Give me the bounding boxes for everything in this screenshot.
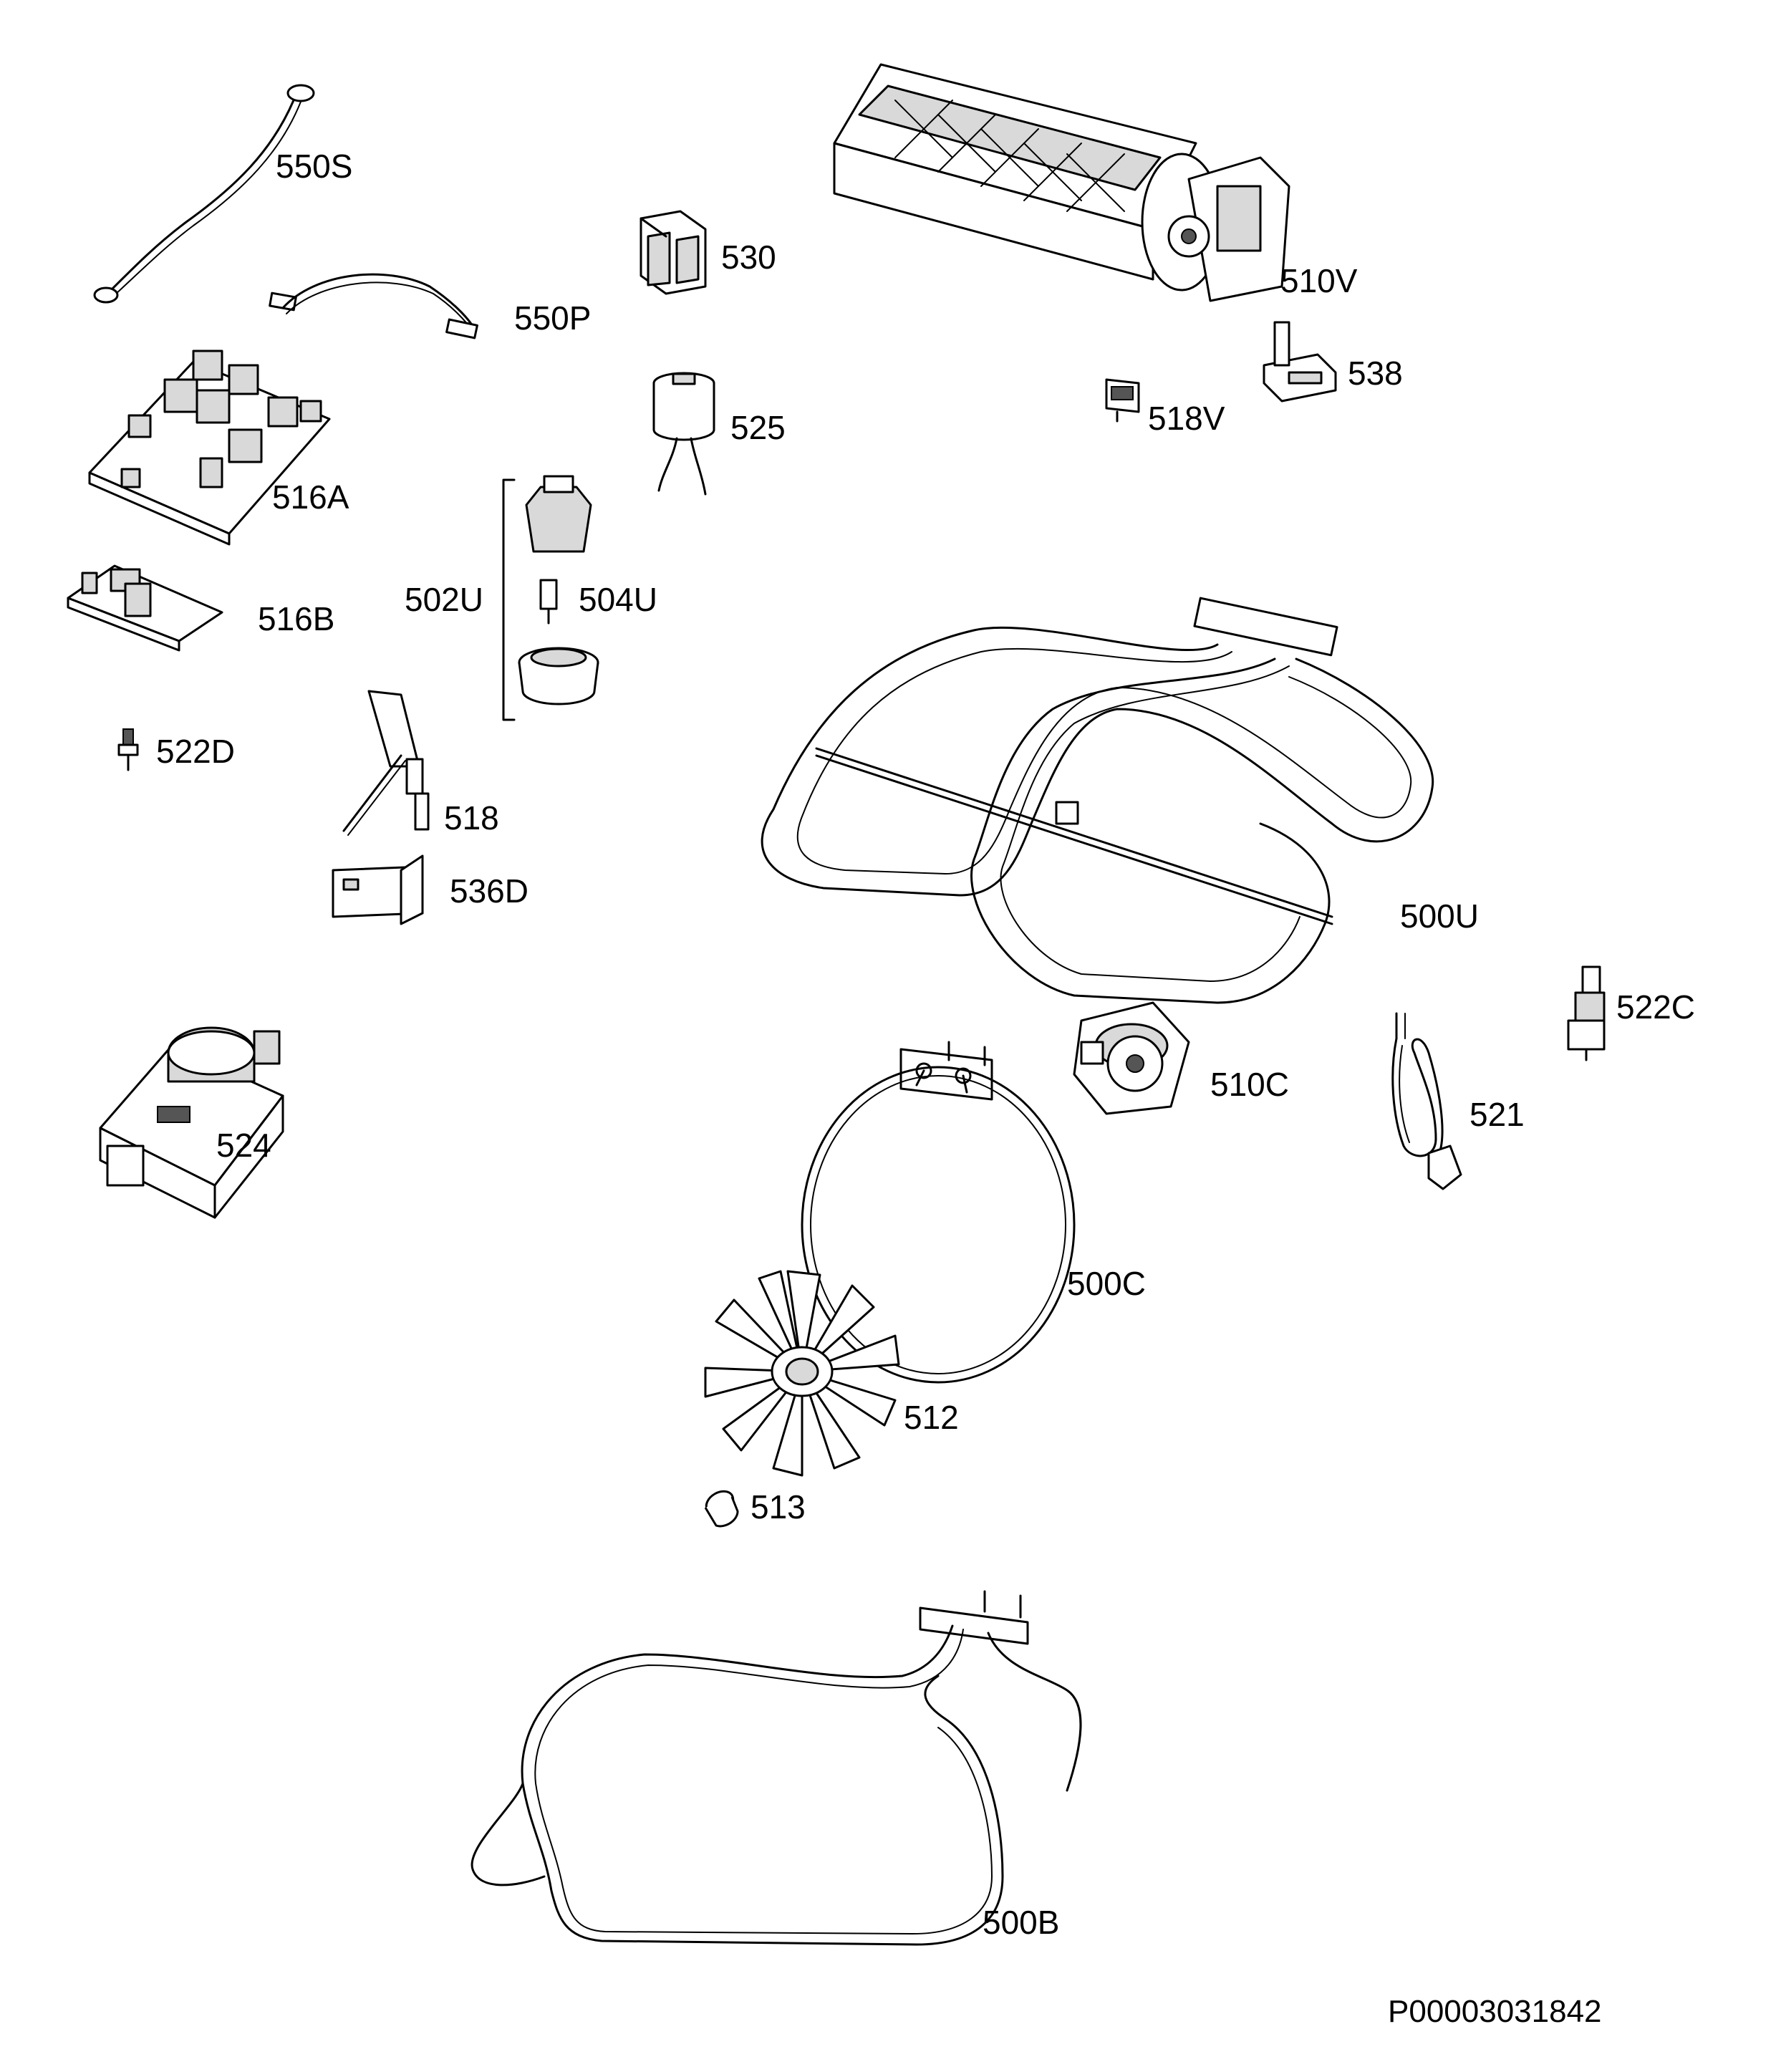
part-524-timer[interactable]	[99, 1026, 284, 1219]
label-510C: 510C	[1210, 1066, 1289, 1103]
part-513-nut[interactable]	[703, 1487, 739, 1528]
part-500U-grill-element[interactable]	[761, 597, 1434, 1004]
part-502U-bracket	[502, 478, 516, 721]
label-500C: 500C	[1067, 1265, 1146, 1302]
label-502U: 502U	[405, 581, 483, 618]
label-524: 524	[216, 1127, 271, 1164]
label-521: 521	[1469, 1096, 1525, 1133]
part-550S-cable[interactable]	[93, 84, 315, 304]
part-522D-sensor[interactable]	[117, 728, 139, 771]
label-522D: 522D	[156, 733, 235, 770]
label-512: 512	[904, 1399, 959, 1436]
part-536D-bracket[interactable]	[332, 854, 424, 925]
part-504U-lamp-assembly[interactable]	[518, 475, 599, 705]
label-518V: 518V	[1148, 400, 1225, 437]
label-518: 518	[444, 799, 499, 837]
part-500C-ring-element[interactable]	[801, 1041, 1076, 1384]
part-522C-thermostat[interactable]	[1567, 965, 1606, 1061]
label-530: 530	[721, 238, 776, 276]
label-525: 525	[730, 409, 786, 446]
part-550P-harness[interactable]	[269, 273, 478, 339]
label-513: 513	[751, 1488, 806, 1526]
label-504U: 504U	[579, 581, 657, 618]
part-518-probe[interactable]	[342, 690, 430, 836]
label-550S: 550S	[276, 148, 352, 185]
label-516B: 516B	[258, 600, 334, 637]
label-500B: 500B	[983, 1904, 1059, 1941]
label-516A: 516A	[272, 478, 349, 516]
label-522C: 522C	[1616, 988, 1695, 1026]
part-516B-board[interactable]	[67, 564, 223, 652]
label-538: 538	[1348, 355, 1403, 392]
label-550P: 550P	[514, 299, 591, 337]
part-510V-cooling-fan[interactable]	[833, 63, 1290, 302]
label-536D: 536D	[450, 872, 529, 910]
part-538-switch[interactable]	[1263, 321, 1337, 403]
part-510C-fan-motor[interactable]	[1073, 1001, 1190, 1115]
part-530-terminal-block[interactable]	[640, 210, 707, 295]
part-518V-clip[interactable]	[1105, 378, 1140, 423]
part-512-fan-blade[interactable]	[704, 1270, 900, 1477]
part-500B-bottom-element[interactable]	[470, 1590, 1082, 1946]
label-500U: 500U	[1400, 897, 1479, 935]
label-510V: 510V	[1280, 262, 1358, 299]
document-id: P00003031842	[1388, 1994, 1602, 2029]
part-521-cable[interactable]	[1391, 1012, 1462, 1190]
part-525-filter[interactable]	[652, 372, 715, 496]
part-516A-main-board[interactable]	[88, 350, 331, 546]
